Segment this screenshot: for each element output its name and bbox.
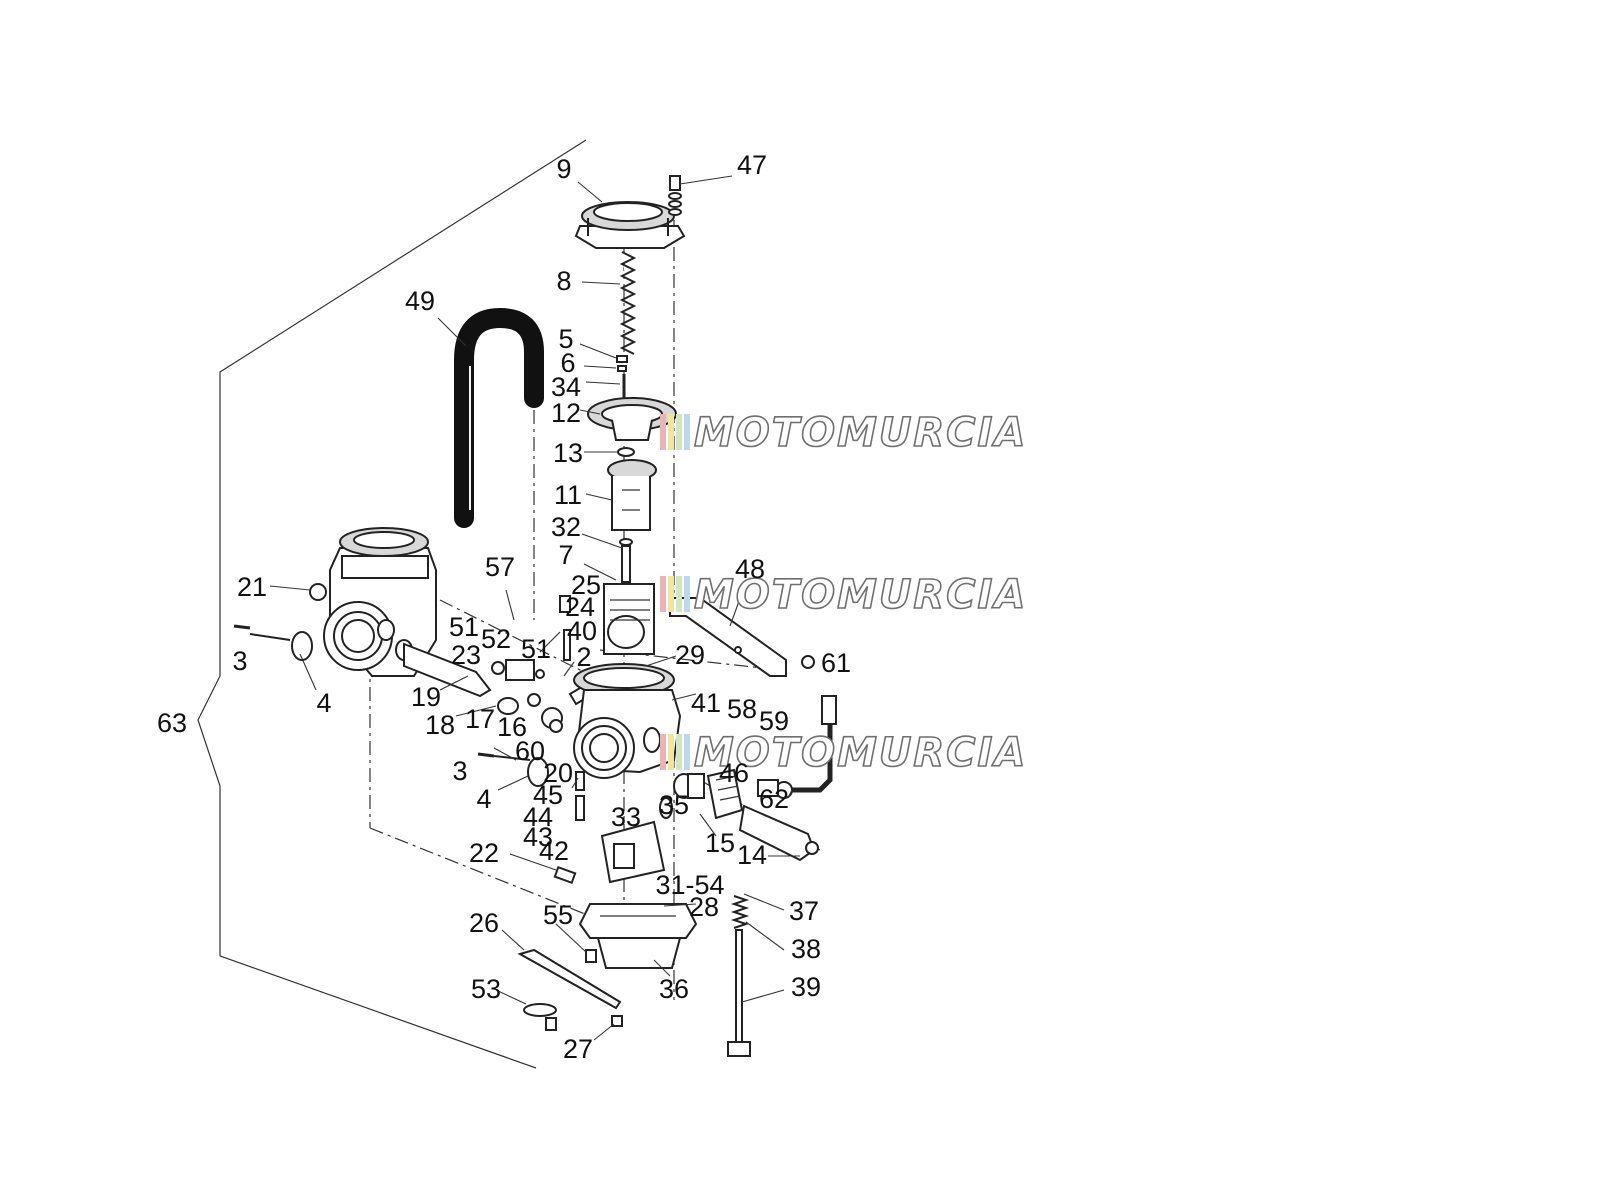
pin-32 (619, 538, 633, 583)
screws-3-left (233, 624, 291, 641)
callout-3-left: 3 (232, 646, 247, 676)
callout-62: 62 (759, 784, 789, 814)
callout-27: 27 (563, 1034, 593, 1064)
watermark-top: MOTOMURCIA (660, 409, 1027, 457)
leader-lines (269, 175, 800, 1041)
callout-63: 63 (157, 708, 187, 738)
top-cover-9 (574, 201, 686, 249)
callout-38: 38 (791, 934, 821, 964)
left-carburetor (309, 527, 492, 698)
callout-20: 20 (543, 758, 573, 788)
choke-assembly (659, 768, 819, 862)
svg-text:MOTOMURCIA: MOTOMURCIA (694, 730, 1027, 776)
callout-17: 17 (465, 704, 495, 734)
callout-45: 45 (533, 780, 563, 810)
callout-31-54: 31-54 (655, 870, 724, 900)
callout-2: 2 (576, 642, 591, 672)
callout-3-right: 3 (452, 756, 467, 786)
callout-51b: 51 (521, 634, 551, 664)
cable-fitting-61-62 (757, 695, 837, 799)
callout-59: 59 (759, 706, 789, 736)
callout-12: 12 (551, 398, 581, 428)
callout-39: 39 (791, 972, 821, 1002)
callout-5: 5 (558, 324, 573, 354)
callout-47: 47 (737, 150, 767, 180)
callout-29: 29 (675, 640, 705, 670)
callout-9: 9 (556, 154, 571, 184)
float-33 (600, 820, 666, 884)
linkage-48 (669, 597, 815, 677)
right-carburetor (573, 663, 682, 779)
assembly-bracket-63 (197, 139, 587, 1069)
callout-4-right: 4 (476, 784, 491, 814)
callout-51a: 51 (449, 612, 479, 642)
part-callouts: 9 47 8 49 5 6 34 12 13 11 32 7 48 57 25 … (157, 150, 851, 1064)
diaphragm-12 (587, 397, 677, 441)
spring-8 (619, 251, 637, 355)
callout-26: 26 (469, 908, 499, 938)
callout-53: 53 (471, 974, 501, 1004)
callout-6: 6 (560, 348, 575, 378)
callout-32: 32 (551, 512, 581, 542)
callout-7: 7 (558, 540, 573, 570)
callout-28: 28 (689, 892, 719, 922)
callout-58: 58 (727, 694, 757, 724)
slide-11 (607, 459, 657, 531)
watermark-bottom: MOTOMURCIA (660, 729, 1027, 777)
screw-47 (668, 175, 682, 216)
hose-49 (454, 307, 544, 528)
strap-26 (517, 948, 622, 1010)
callout-55: 55 (543, 900, 573, 930)
callout-15: 15 (705, 828, 735, 858)
callout-34: 34 (551, 372, 581, 402)
callout-48: 48 (735, 554, 765, 584)
callout-22: 22 (469, 838, 499, 868)
callout-25: 25 (571, 570, 601, 600)
callout-36: 36 (659, 974, 689, 1004)
o-ring-13 (617, 447, 635, 457)
callout-4-left: 4 (316, 688, 331, 718)
callout-37: 37 (789, 896, 819, 926)
callout-23: 23 (451, 640, 481, 670)
callout-24: 24 (565, 592, 595, 622)
small-screws (523, 949, 623, 1031)
callout-14: 14 (737, 840, 767, 870)
callout-21: 21 (237, 572, 267, 602)
svg-text:MOTOMURCIA: MOTOMURCIA (694, 410, 1027, 456)
callout-16: 16 (497, 712, 527, 742)
callout-42: 42 (539, 836, 569, 866)
screw-22 (553, 865, 577, 885)
intake-body-29 (603, 583, 655, 655)
callout-11: 11 (554, 480, 582, 510)
callout-57: 57 (485, 552, 515, 582)
callout-13: 13 (553, 438, 583, 468)
svg-text:MOTOMURCIA: MOTOMURCIA (694, 572, 1027, 618)
callout-40: 40 (567, 616, 597, 646)
callout-19: 19 (411, 682, 441, 712)
callout-46: 46 (719, 758, 749, 788)
cover-4-left (291, 631, 313, 661)
callout-44: 44 (523, 802, 553, 832)
cover-4-right (527, 757, 549, 787)
callout-43: 43 (523, 822, 553, 852)
callout-8: 8 (556, 266, 571, 296)
callout-61: 61 (821, 648, 851, 678)
callout-41: 41 (691, 688, 721, 718)
idle-screw-39 (727, 895, 751, 1057)
callout-60: 60 (515, 736, 545, 766)
callout-49: 49 (405, 286, 435, 316)
callout-18: 18 (425, 710, 455, 740)
float-bowl-36 (578, 903, 698, 969)
watermark-middle: MOTOMURCIA (660, 571, 1027, 619)
callout-33: 33 (611, 802, 641, 832)
callout-52: 52 (481, 624, 511, 654)
callout-35: 35 (659, 790, 689, 820)
